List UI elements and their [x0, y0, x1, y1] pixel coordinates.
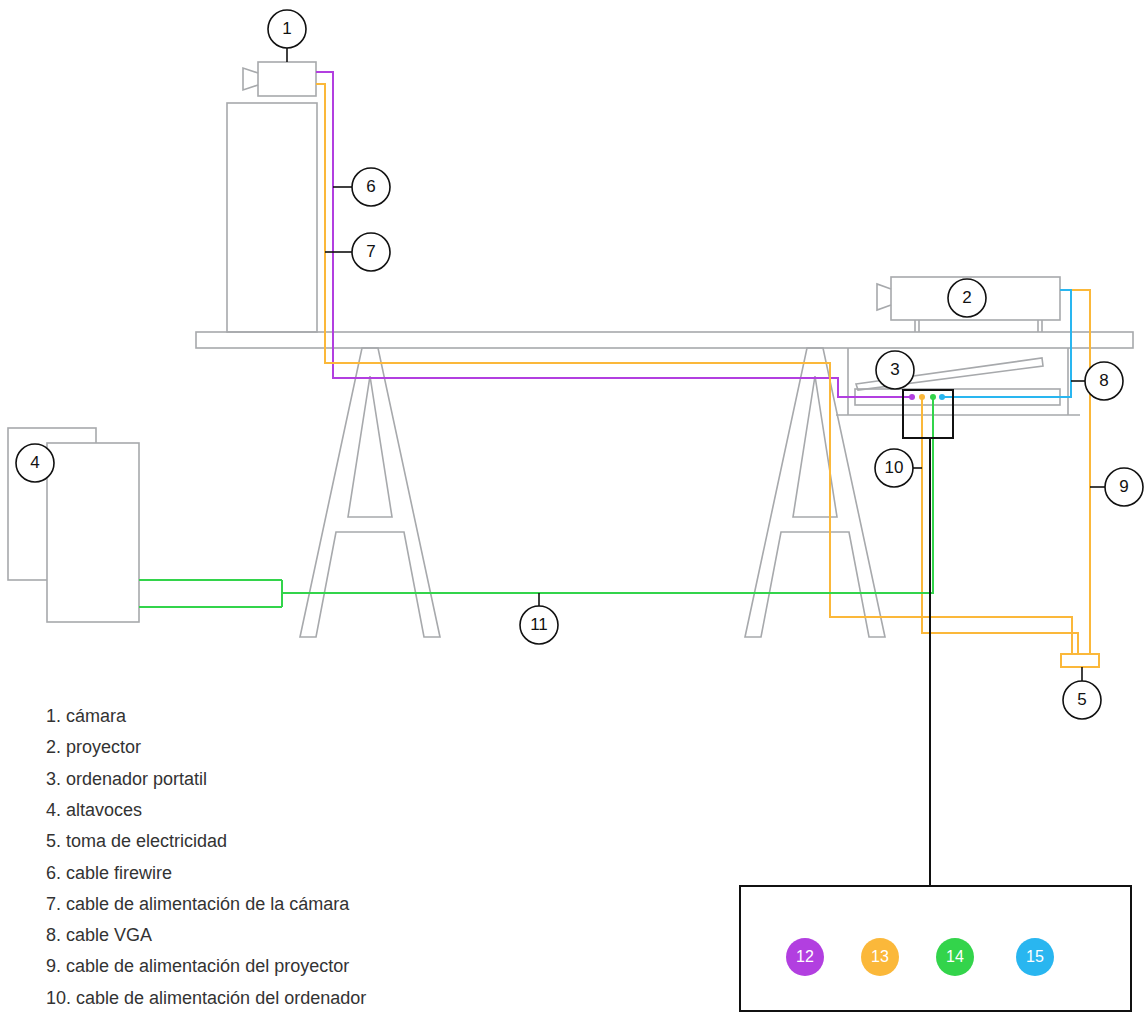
color-callout-number: 12: [787, 939, 823, 975]
callout-circle: [352, 233, 390, 271]
callout-number: 2: [949, 280, 985, 316]
detail-box: [740, 886, 1131, 1011]
callout-number: 9: [1106, 469, 1142, 505]
projector-body: [891, 277, 1060, 320]
key-item: 4. altavoces: [46, 800, 142, 820]
key-item: 10. cable de alimentación del ordenador: [46, 988, 366, 1008]
speaker-front: [47, 443, 139, 622]
port-dot: [909, 394, 915, 400]
projector-feet: [915, 320, 1042, 332]
firewire-cable: [316, 72, 912, 397]
callout-circle: [876, 351, 914, 389]
audio-cable: [139, 397, 933, 607]
callout-number: 4: [17, 445, 53, 481]
callout-number: 7: [353, 234, 389, 270]
callout-number: 1: [269, 11, 305, 47]
color-dot: [861, 938, 899, 976]
projector-lens: [877, 284, 891, 310]
callout-circle: [875, 449, 913, 487]
leader-line: [913, 467, 922, 469]
port-dot: [930, 394, 936, 400]
color-callout-number: 14: [937, 939, 973, 975]
leader-line: [325, 251, 352, 253]
shelf: [836, 348, 1080, 415]
key-item: 6. cable firewire: [46, 863, 172, 883]
callout-number: 6: [353, 169, 389, 205]
callout-circle: [16, 444, 54, 482]
power-cable: [922, 397, 1078, 654]
callout-circle: [268, 10, 306, 48]
callout-circle: [948, 279, 986, 317]
callout-number: 8: [1086, 363, 1122, 399]
key-item: 2. proyector: [46, 737, 141, 757]
callout-number: 10: [876, 450, 912, 486]
camera-lens: [243, 68, 258, 90]
color-callout-number: 15: [1017, 939, 1053, 975]
key-item: 9. cable de alimentación del proyector: [46, 956, 349, 976]
port-box: [903, 390, 953, 438]
trestle-gap: [348, 376, 392, 517]
camera-body: [258, 62, 316, 96]
callout-circle: [1063, 681, 1101, 719]
power-outlet: [1061, 654, 1099, 667]
callout-circle: [1085, 362, 1123, 400]
callout-circle: [352, 168, 390, 206]
color-dot: [1016, 938, 1054, 976]
port-dot: [939, 394, 945, 400]
key-item: 5. toma de electricidad: [46, 831, 227, 851]
callout-number: 11: [521, 607, 557, 643]
table-top: [196, 332, 1133, 348]
pedestal: [227, 103, 317, 332]
port-dot: [919, 394, 925, 400]
leader-line: [286, 48, 288, 62]
leader-line: [1081, 667, 1083, 681]
callout-number: 3: [877, 352, 913, 388]
key-item: 1. cámara: [46, 706, 126, 726]
callout-circle: [520, 606, 558, 644]
color-callout-number: 13: [862, 939, 898, 975]
power-cable: [316, 84, 1072, 654]
leader-line: [333, 186, 352, 188]
color-dot: [936, 938, 974, 976]
leader-line: [1071, 380, 1085, 382]
leader-line: [538, 593, 540, 606]
color-dot: [786, 938, 824, 976]
power-cable: [1060, 290, 1090, 654]
key-item: 8. cable VGA: [46, 925, 152, 945]
callout-number: 5: [1064, 682, 1100, 718]
callout-circle: [1105, 468, 1143, 506]
detail-leader: [929, 438, 931, 886]
leader-line: [1090, 486, 1105, 488]
key-item: 3. ordenador portatil: [46, 769, 207, 789]
key-item: 7. cable de alimentación de la cámara: [46, 894, 349, 914]
